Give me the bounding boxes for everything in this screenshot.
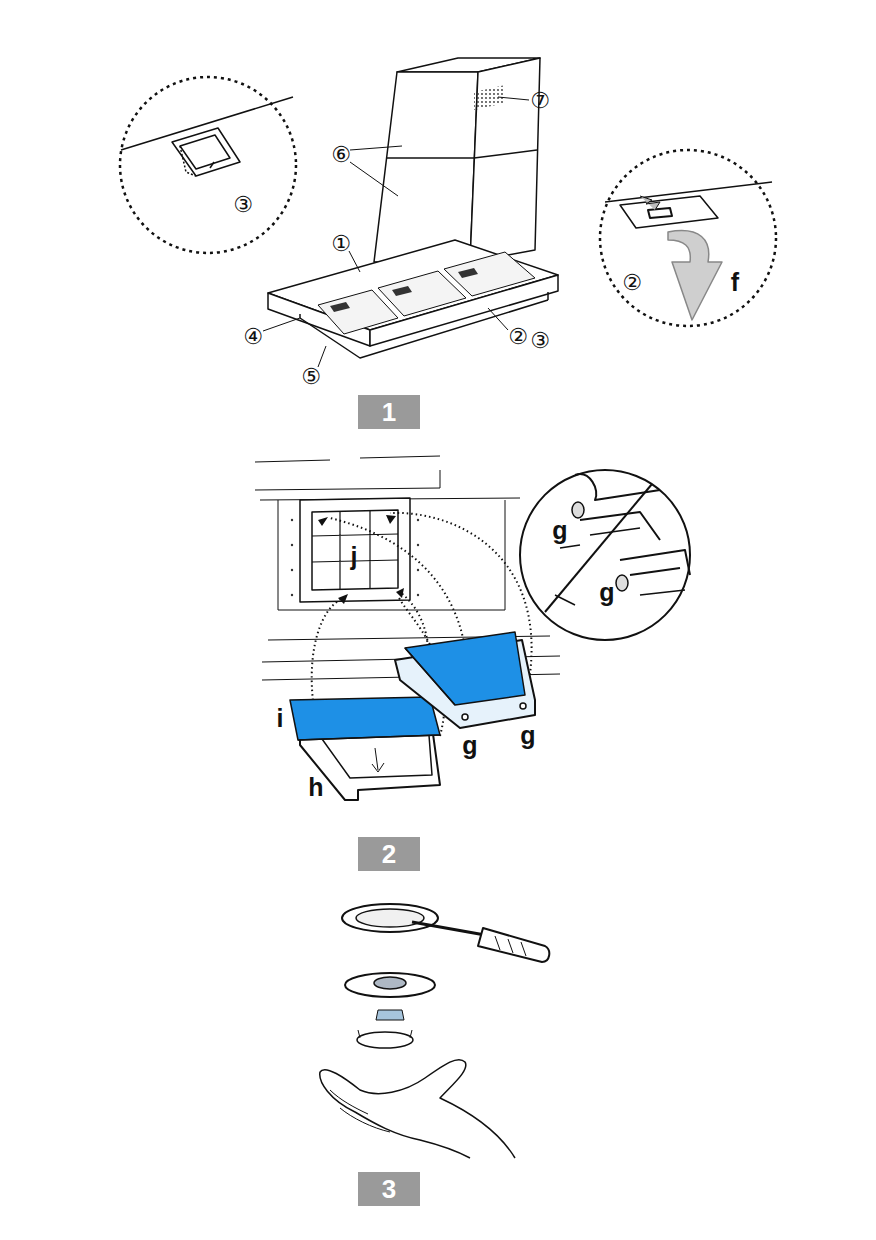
- figure-number-box: 1: [358, 395, 420, 429]
- part-letter: i: [277, 706, 284, 731]
- callout-number: ②: [622, 272, 642, 294]
- figure-number-box: 2: [358, 837, 420, 871]
- part-letter: f: [731, 270, 739, 295]
- callout-number: ⑥: [331, 144, 351, 166]
- figure-number: 2: [382, 841, 396, 867]
- callout-number: ④: [243, 326, 263, 348]
- callout-number: ⑦: [530, 90, 550, 112]
- part-letter: g: [462, 733, 477, 758]
- callout-number: ③: [233, 194, 253, 216]
- figure-number: 1: [382, 399, 396, 425]
- part-letter: h: [308, 775, 323, 800]
- part-letter: g: [599, 580, 614, 605]
- callout-number: ②: [508, 326, 528, 348]
- figure-number-box: 3: [358, 1172, 420, 1206]
- figure-number: 3: [382, 1176, 396, 1202]
- callout-number: ⑤: [301, 366, 321, 388]
- callout-number: ①: [331, 233, 351, 255]
- callout-number: ③: [530, 330, 550, 352]
- part-letter: g: [552, 518, 567, 543]
- part-letter: j: [351, 544, 358, 569]
- part-letter: g: [520, 723, 535, 748]
